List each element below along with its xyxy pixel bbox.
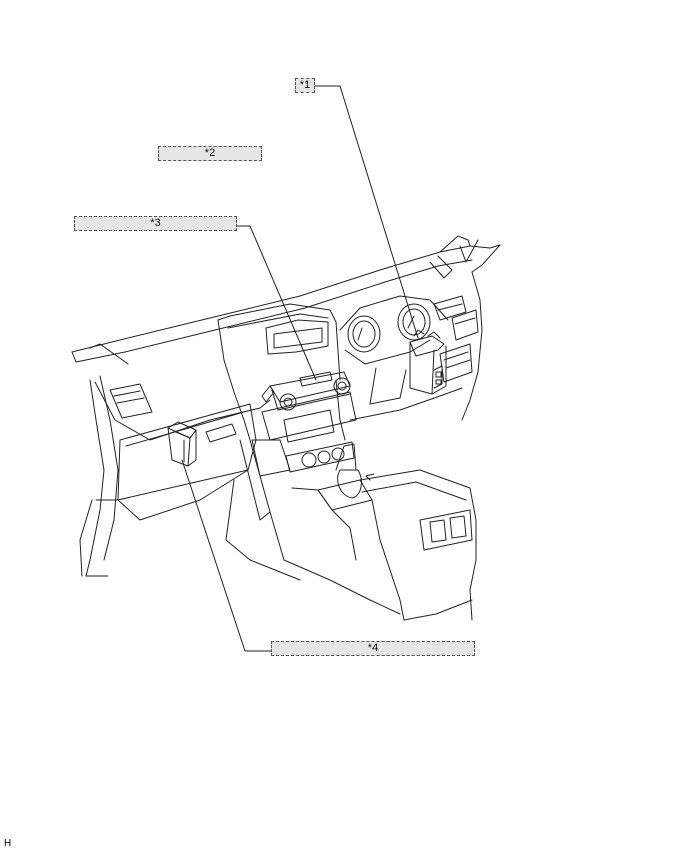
figure-code: H xyxy=(4,838,12,849)
instrument-cluster xyxy=(339,295,449,405)
leader-line-4 xyxy=(181,459,272,652)
leader-line-3 xyxy=(236,225,317,381)
leader-line-1 xyxy=(314,85,419,339)
leader-lines xyxy=(181,85,419,652)
audio-panel xyxy=(261,371,351,411)
right-vents xyxy=(433,295,479,383)
shift-console xyxy=(291,443,477,621)
callout-1: *1 xyxy=(295,78,315,93)
callout-4: *4 xyxy=(271,641,475,656)
item-1-component xyxy=(409,329,447,395)
dashboard-outline xyxy=(71,235,501,577)
callout-3: *3 xyxy=(74,216,237,231)
center-stack xyxy=(217,303,401,615)
callout-2: *2 xyxy=(158,146,262,161)
item-4-component xyxy=(167,421,197,467)
